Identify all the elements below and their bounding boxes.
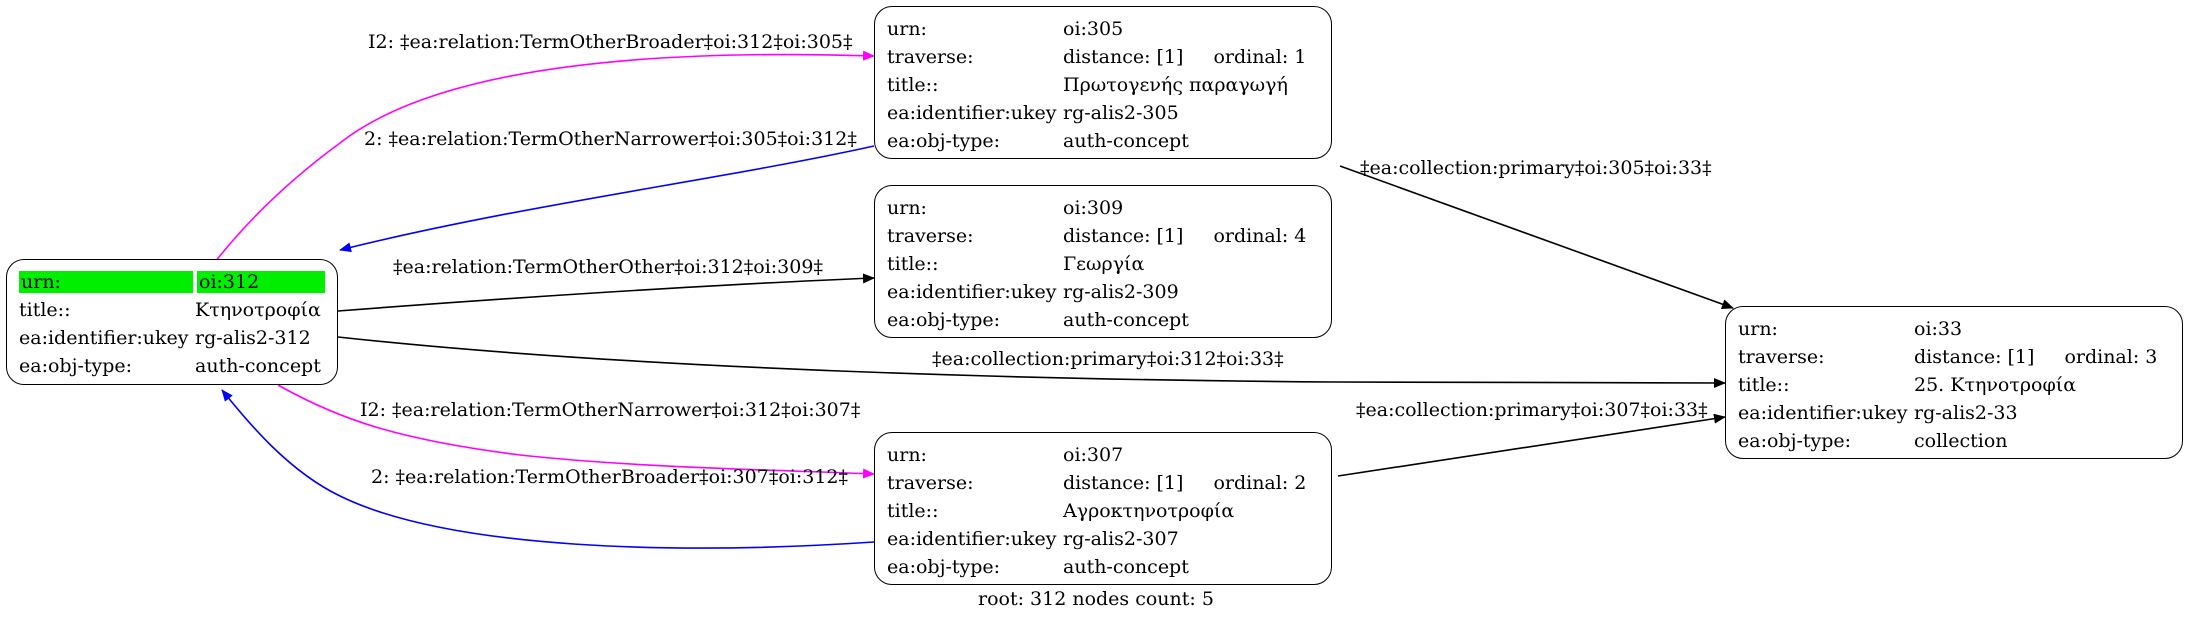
- node-307-ordinal: ordinal: 2: [1213, 472, 1307, 494]
- node-312-urn-key: urn:: [19, 271, 193, 293]
- node-33-distance: distance: [1]: [1914, 346, 2035, 368]
- edge-307-312-broader: [221, 389, 875, 549]
- node-312-type-value: auth-concept: [195, 355, 321, 377]
- edge-label-305-312-narrower: 2: ‡ea:relation:TermOtherNarrower‡oi:305…: [364, 128, 857, 150]
- node-309-ordinal: ordinal: 4: [1213, 225, 1307, 247]
- edge-305-312-narrower: [339, 145, 875, 253]
- node-oi-312[interactable]: urn: oi:312 title:: Κτηνοτροφία ea:ident…: [6, 259, 338, 385]
- node-307-urn-value: oi:307: [1063, 444, 1124, 466]
- node-305-type-key: ea:obj-type:: [887, 130, 1001, 152]
- node-305-urn-key: urn:: [887, 18, 927, 40]
- edge-label-307-33-collection: ‡ea:collection:primary‡oi:307‡oi:33‡: [1356, 399, 1708, 421]
- edge-label-305-33-collection: ‡ea:collection:primary‡oi:305‡oi:33‡: [1360, 157, 1712, 179]
- node-309-type-key: ea:obj-type:: [887, 309, 1001, 331]
- node-33-ukey-key: ea:identifier:ukey: [1738, 402, 1908, 424]
- node-33-urn-value: oi:33: [1914, 318, 1963, 340]
- node-309-type-value: auth-concept: [1063, 309, 1189, 331]
- node-309-urn-key: urn:: [887, 197, 927, 219]
- edge-312-33-collection: [337, 336, 1726, 388]
- node-309-traverse-key: traverse:: [887, 225, 974, 247]
- node-312-urn-row: urn: oi:312: [19, 268, 325, 296]
- node-307-ukey-key: ea:identifier:ukey: [887, 528, 1057, 550]
- node-305-urn-value: oi:305: [1063, 18, 1124, 40]
- node-305-ordinal: ordinal: 1: [1213, 46, 1307, 68]
- node-307-ukey-value: rg-alis2-307: [1063, 528, 1179, 550]
- node-312-title-key: title::: [19, 299, 71, 321]
- node-312-title-value: Κτηνοτροφία: [195, 299, 321, 321]
- edge-312-307-narrower: [277, 384, 875, 479]
- node-309-ukey-value: rg-alis2-309: [1063, 281, 1179, 303]
- node-33-type-key: ea:obj-type:: [1738, 430, 1852, 452]
- edge-312-309-other: [337, 273, 875, 312]
- edge-label-312-305-broader: I2: ‡ea:relation:TermOtherBroader‡oi:312…: [368, 31, 853, 53]
- node-33-ordinal: ordinal: 3: [2064, 346, 2158, 368]
- node-305-title-key: title::: [887, 74, 939, 96]
- edge-label-312-33-collection: ‡ea:collection:primary‡oi:312‡oi:33‡: [932, 348, 1284, 370]
- node-305-distance: distance: [1]: [1063, 46, 1184, 68]
- node-oi-33[interactable]: urn: oi:33 traverse: distance: [1] ordinal:…: [1725, 306, 2183, 459]
- node-305-ukey-value: rg-alis2-305: [1063, 102, 1179, 124]
- node-309-title-key: title::: [887, 253, 939, 275]
- node-oi-307[interactable]: urn: oi:307 traverse: distance: [1] ordinal…: [874, 432, 1332, 585]
- edge-label-307-312-broader: 2: ‡ea:relation:TermOtherBroader‡oi:307‡…: [371, 466, 849, 488]
- node-305-ukey-key: ea:identifier:ukey: [887, 102, 1057, 124]
- node-33-type-value: collection: [1914, 430, 2008, 452]
- node-305-traverse-key: traverse:: [887, 46, 974, 68]
- node-312-title-row: title:: Κτηνοτροφία: [19, 296, 325, 324]
- node-33-urn-key: urn:: [1738, 318, 1778, 340]
- edge-307-33-collection: [1337, 413, 1726, 477]
- node-307-title-value: Αγροκτηνοτροφία: [1063, 500, 1235, 522]
- node-307-urn-key: urn:: [887, 444, 927, 466]
- node-307-traverse-key: traverse:: [887, 472, 974, 494]
- node-oi-309[interactable]: urn: oi:309 traverse: distance: [1] ordinal…: [874, 185, 1332, 338]
- node-oi-305[interactable]: urn: oi:305 traverse: distance: [1] ordinal…: [874, 6, 1332, 159]
- node-312-ukey-row: ea:identifier:ukey rg-alis2-312: [19, 324, 325, 352]
- node-309-title-value: Γεωργία: [1063, 253, 1145, 275]
- node-33-traverse-key: traverse:: [1738, 346, 1825, 368]
- edge-label-312-307-narrower: I2: ‡ea:relation:TermOtherNarrower‡oi:31…: [360, 399, 861, 421]
- node-307-title-key: title::: [887, 500, 939, 522]
- node-309-distance: distance: [1]: [1063, 225, 1184, 247]
- node-33-title-key: title::: [1738, 374, 1790, 396]
- node-312-ukey-value: rg-alis2-312: [195, 327, 311, 349]
- node-33-ukey-value: rg-alis2-33: [1914, 402, 2018, 424]
- node-305-type-value: auth-concept: [1063, 130, 1189, 152]
- graph-footer: root: 312 nodes count: 5: [978, 588, 1214, 610]
- edge-label-312-309-other: ‡ea:relation:TermOtherOther‡oi:312‡oi:30…: [393, 256, 823, 278]
- node-33-title-value: 25. Κτηνοτροφία: [1914, 374, 2077, 396]
- node-312-type-row: ea:obj-type: auth-concept: [19, 352, 325, 380]
- node-309-ukey-key: ea:identifier:ukey: [887, 281, 1057, 303]
- edge-312-305-broader: [214, 50, 875, 263]
- node-312-type-key: ea:obj-type:: [19, 355, 133, 377]
- node-305-title-value: Πρωτογενής παραγωγή: [1063, 74, 1288, 96]
- node-307-type-value: auth-concept: [1063, 556, 1189, 578]
- node-309-urn-value: oi:309: [1063, 197, 1124, 219]
- node-312-urn-value: oi:312: [197, 271, 325, 293]
- node-307-type-key: ea:obj-type:: [887, 556, 1001, 578]
- node-307-distance: distance: [1]: [1063, 472, 1184, 494]
- edge-305-33-collection: [1339, 165, 1734, 309]
- node-312-ukey-key: ea:identifier:ukey: [19, 327, 189, 349]
